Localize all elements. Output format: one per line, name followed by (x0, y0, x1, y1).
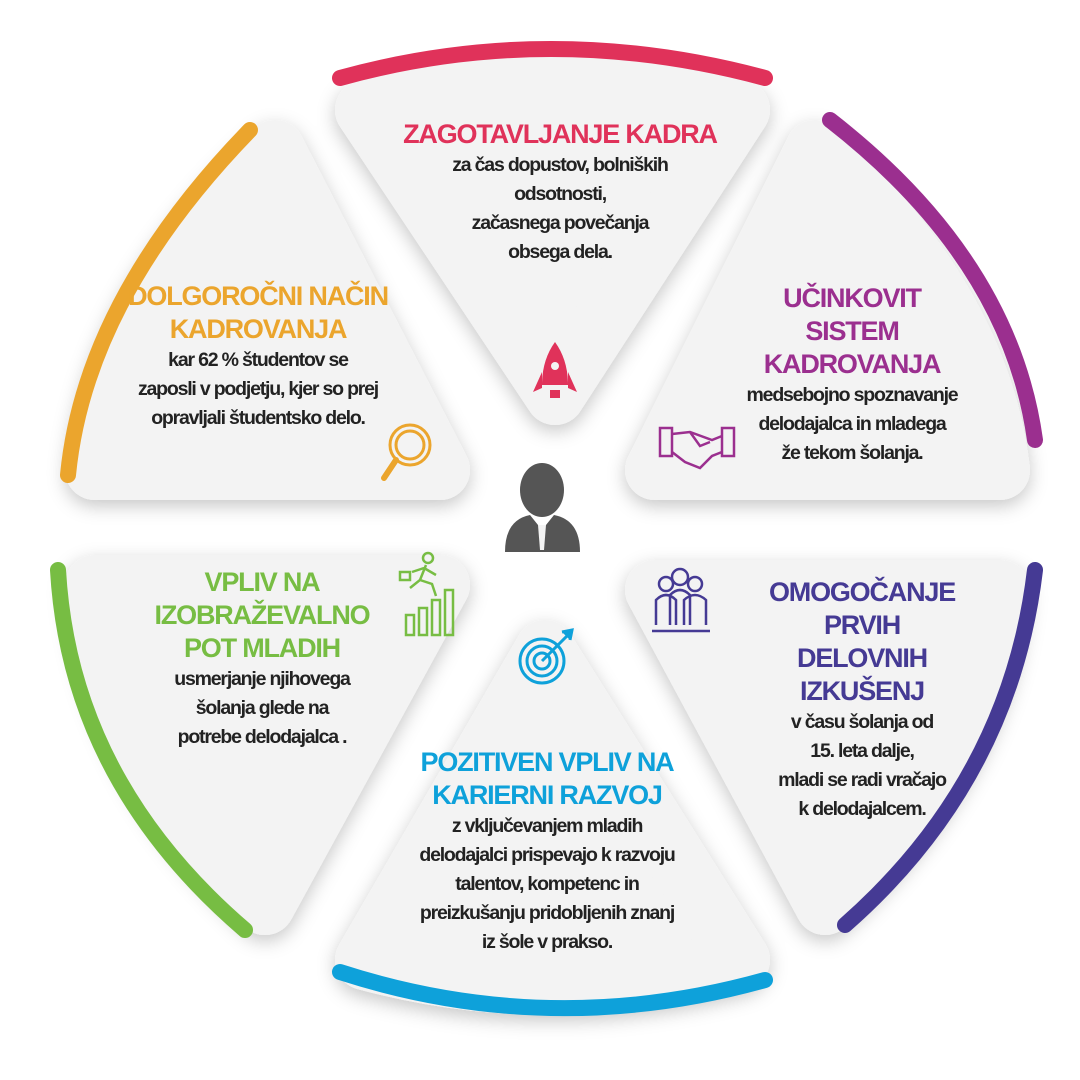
panel-bottom (335, 620, 770, 1015)
segment-lower-right: OMOGOČANJE PRVIH DELOVNIH IZKUŠENJ v čas… (753, 576, 971, 824)
magnifier-icon (381, 423, 432, 481)
segment-title: ZAGOTAVLJANJE KADRA (403, 119, 718, 149)
accent-arc-indigo (837, 562, 1043, 933)
accent-arc-red (332, 41, 773, 86)
accent-arc-purple (822, 112, 1043, 448)
segment-text: medsebojno spoznavanje delodajalca in ml… (746, 384, 959, 464)
accent-arc-orange (60, 122, 258, 483)
businessman-icon (505, 463, 580, 552)
panel-top (335, 55, 770, 425)
segment-text: v času šolanja od 15. leta dalje, mladi … (778, 711, 947, 820)
segment-text: za čas dopustov, bolniških odsotnosti, z… (452, 154, 669, 263)
panel-lower-left (65, 555, 470, 935)
segment-title: DOLGOROČNI NAČIN KADROVANJA (128, 281, 389, 344)
segment-text: z vključevanjem mladih delodajalci prisp… (419, 815, 675, 953)
segment-lower-left: VPLIV NA IZOBRAŽEVALNO POT MLADIH usmerj… (154, 566, 371, 752)
segment-bottom: POZITIVEN VPLIV NA KARIERNI RAZVOJ z vkl… (419, 746, 675, 957)
target-icon (518, 628, 574, 685)
panel-upper-left (65, 120, 470, 500)
segment-upper-right: UČINKOVIT SISTEM KADROVANJA medsebojno s… (738, 282, 966, 468)
segment-title: POZITIVEN VPLIV NA KARIERNI RAZVOJ (420, 747, 675, 810)
panel-upper-right (625, 120, 1030, 500)
panel-lower-right (625, 560, 1030, 935)
segment-title: OMOGOČANJE PRVIH DELOVNIH IZKUŠENJ (768, 577, 956, 706)
segment-title: VPLIV NA IZOBRAŽEVALNO POT MLADIH (154, 567, 371, 663)
rocket-icon (533, 342, 577, 398)
accent-arc-green (50, 562, 253, 938)
segment-upper-left: DOLGOROČNI NAČIN KADROVANJA kar 62 % štu… (128, 280, 389, 433)
career-growth-icon (398, 551, 455, 637)
segment-top: ZAGOTAVLJANJE KADRA za čas dopustov, bol… (403, 118, 718, 267)
handshake-icon (658, 426, 736, 470)
team-icon (652, 567, 710, 633)
accent-arc-blue (332, 964, 773, 1017)
segment-title: UČINKOVIT SISTEM KADROVANJA (763, 283, 942, 379)
segment-text: usmerjanje njihovega šolanja glede na po… (174, 668, 351, 748)
segment-text: kar 62 % študentov se zaposli v podjetju… (137, 349, 379, 429)
